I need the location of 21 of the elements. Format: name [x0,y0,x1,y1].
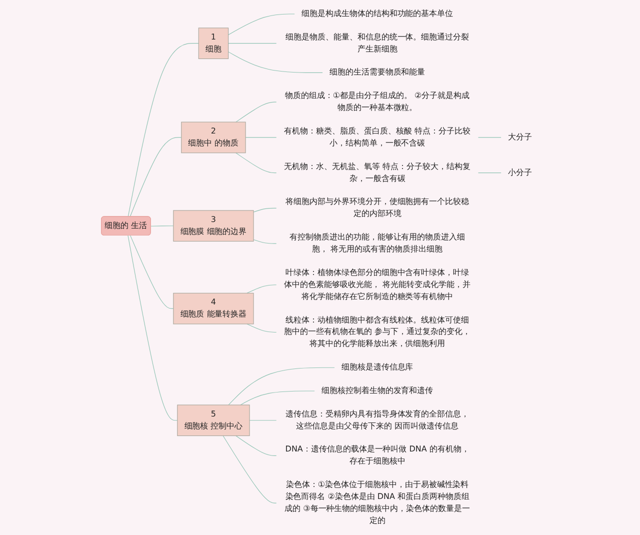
connector [236,152,277,174]
connector [478,172,502,174]
connector [128,235,178,421]
connector [236,435,277,456]
connector [246,284,277,294]
connector [130,235,174,309]
connector [228,52,323,73]
connector [246,324,277,333]
connector [228,43,277,44]
connector [222,435,277,504]
connector [245,137,277,138]
connector [253,208,277,212]
connector [236,102,277,122]
connector [228,14,295,36]
connector [249,420,277,421]
connector [130,137,182,218]
connector [478,137,502,138]
connector [240,390,315,406]
connector [253,239,277,244]
connector [228,367,335,406]
connector [128,43,199,218]
